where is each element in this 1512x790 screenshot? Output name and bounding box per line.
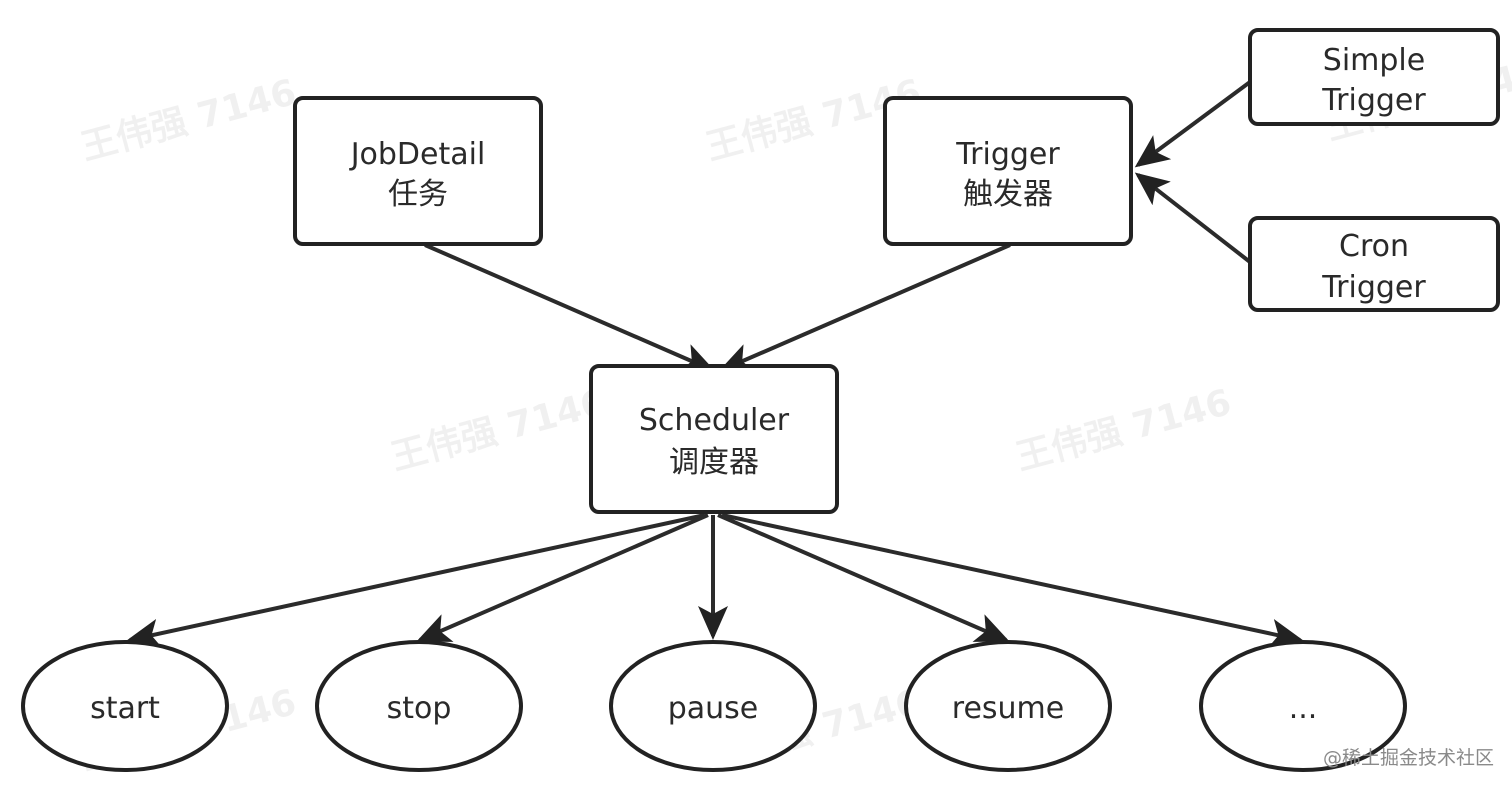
scheduler-box — [589, 364, 839, 514]
jobdetail-title: JobDetail — [349, 137, 486, 172]
cron-trigger-box — [1248, 216, 1500, 312]
node-simple-trigger: Simple Trigger — [1248, 28, 1500, 126]
node-cron-trigger: Cron Trigger — [1248, 216, 1500, 312]
stop-label: stop — [387, 691, 452, 726]
edge-simple-trigger-to-trigger — [1134, 80, 1252, 168]
node-jobdetail: JobDetail 任务 — [293, 96, 543, 246]
edge-scheduler-to-more — [721, 513, 1304, 649]
node-resume: resume — [904, 640, 1112, 772]
more-label: ... — [1289, 691, 1318, 726]
edge-jobdetail-to-scheduler — [424, 243, 716, 372]
jobdetail-subtitle: 任务 — [388, 177, 448, 212]
edge-trigger-to-scheduler — [718, 243, 1011, 372]
trigger-subtitle: 触发器 — [963, 177, 1053, 212]
watermark-text: 王伟强 7146 — [77, 72, 301, 169]
node-start: start — [21, 640, 229, 772]
simple-trigger-line2: Trigger — [1321, 83, 1426, 118]
node-pause: pause — [609, 640, 817, 772]
node-scheduler: Scheduler 调度器 — [589, 364, 839, 514]
node-trigger: Trigger 触发器 — [883, 96, 1133, 246]
pause-label: pause — [668, 691, 759, 726]
jobdetail-box — [293, 96, 543, 246]
stop-ellipse — [315, 640, 523, 772]
edges-layer — [126, 80, 1304, 649]
edge-cron-trigger-to-trigger — [1134, 172, 1252, 264]
start-ellipse — [21, 640, 229, 772]
start-label: start — [90, 691, 160, 726]
edge-scheduler-to-start — [126, 513, 706, 649]
trigger-box — [883, 96, 1133, 246]
cron-trigger-line1: Cron — [1339, 229, 1409, 264]
watermark-text: 王伟强 7146 — [1012, 382, 1236, 479]
resume-label: resume — [952, 691, 1064, 726]
edge-scheduler-to-resume — [717, 513, 1010, 642]
node-stop: stop — [315, 640, 523, 772]
simple-trigger-line1: Simple — [1323, 43, 1425, 78]
pause-ellipse — [609, 640, 817, 772]
scheduler-title: Scheduler — [639, 403, 790, 438]
node-more: ... — [1199, 640, 1407, 772]
trigger-title: Trigger — [955, 137, 1060, 172]
watermark-text: 王伟强 7146 — [387, 382, 611, 479]
cron-trigger-line2: Trigger — [1321, 270, 1426, 305]
edge-scheduler-to-stop — [416, 513, 709, 642]
scheduler-subtitle: 调度器 — [669, 445, 759, 480]
source-credit: @稀土掘金技术社区 — [1322, 747, 1494, 769]
simple-trigger-box — [1248, 28, 1500, 126]
more-ellipse — [1199, 640, 1407, 772]
resume-ellipse — [904, 640, 1112, 772]
